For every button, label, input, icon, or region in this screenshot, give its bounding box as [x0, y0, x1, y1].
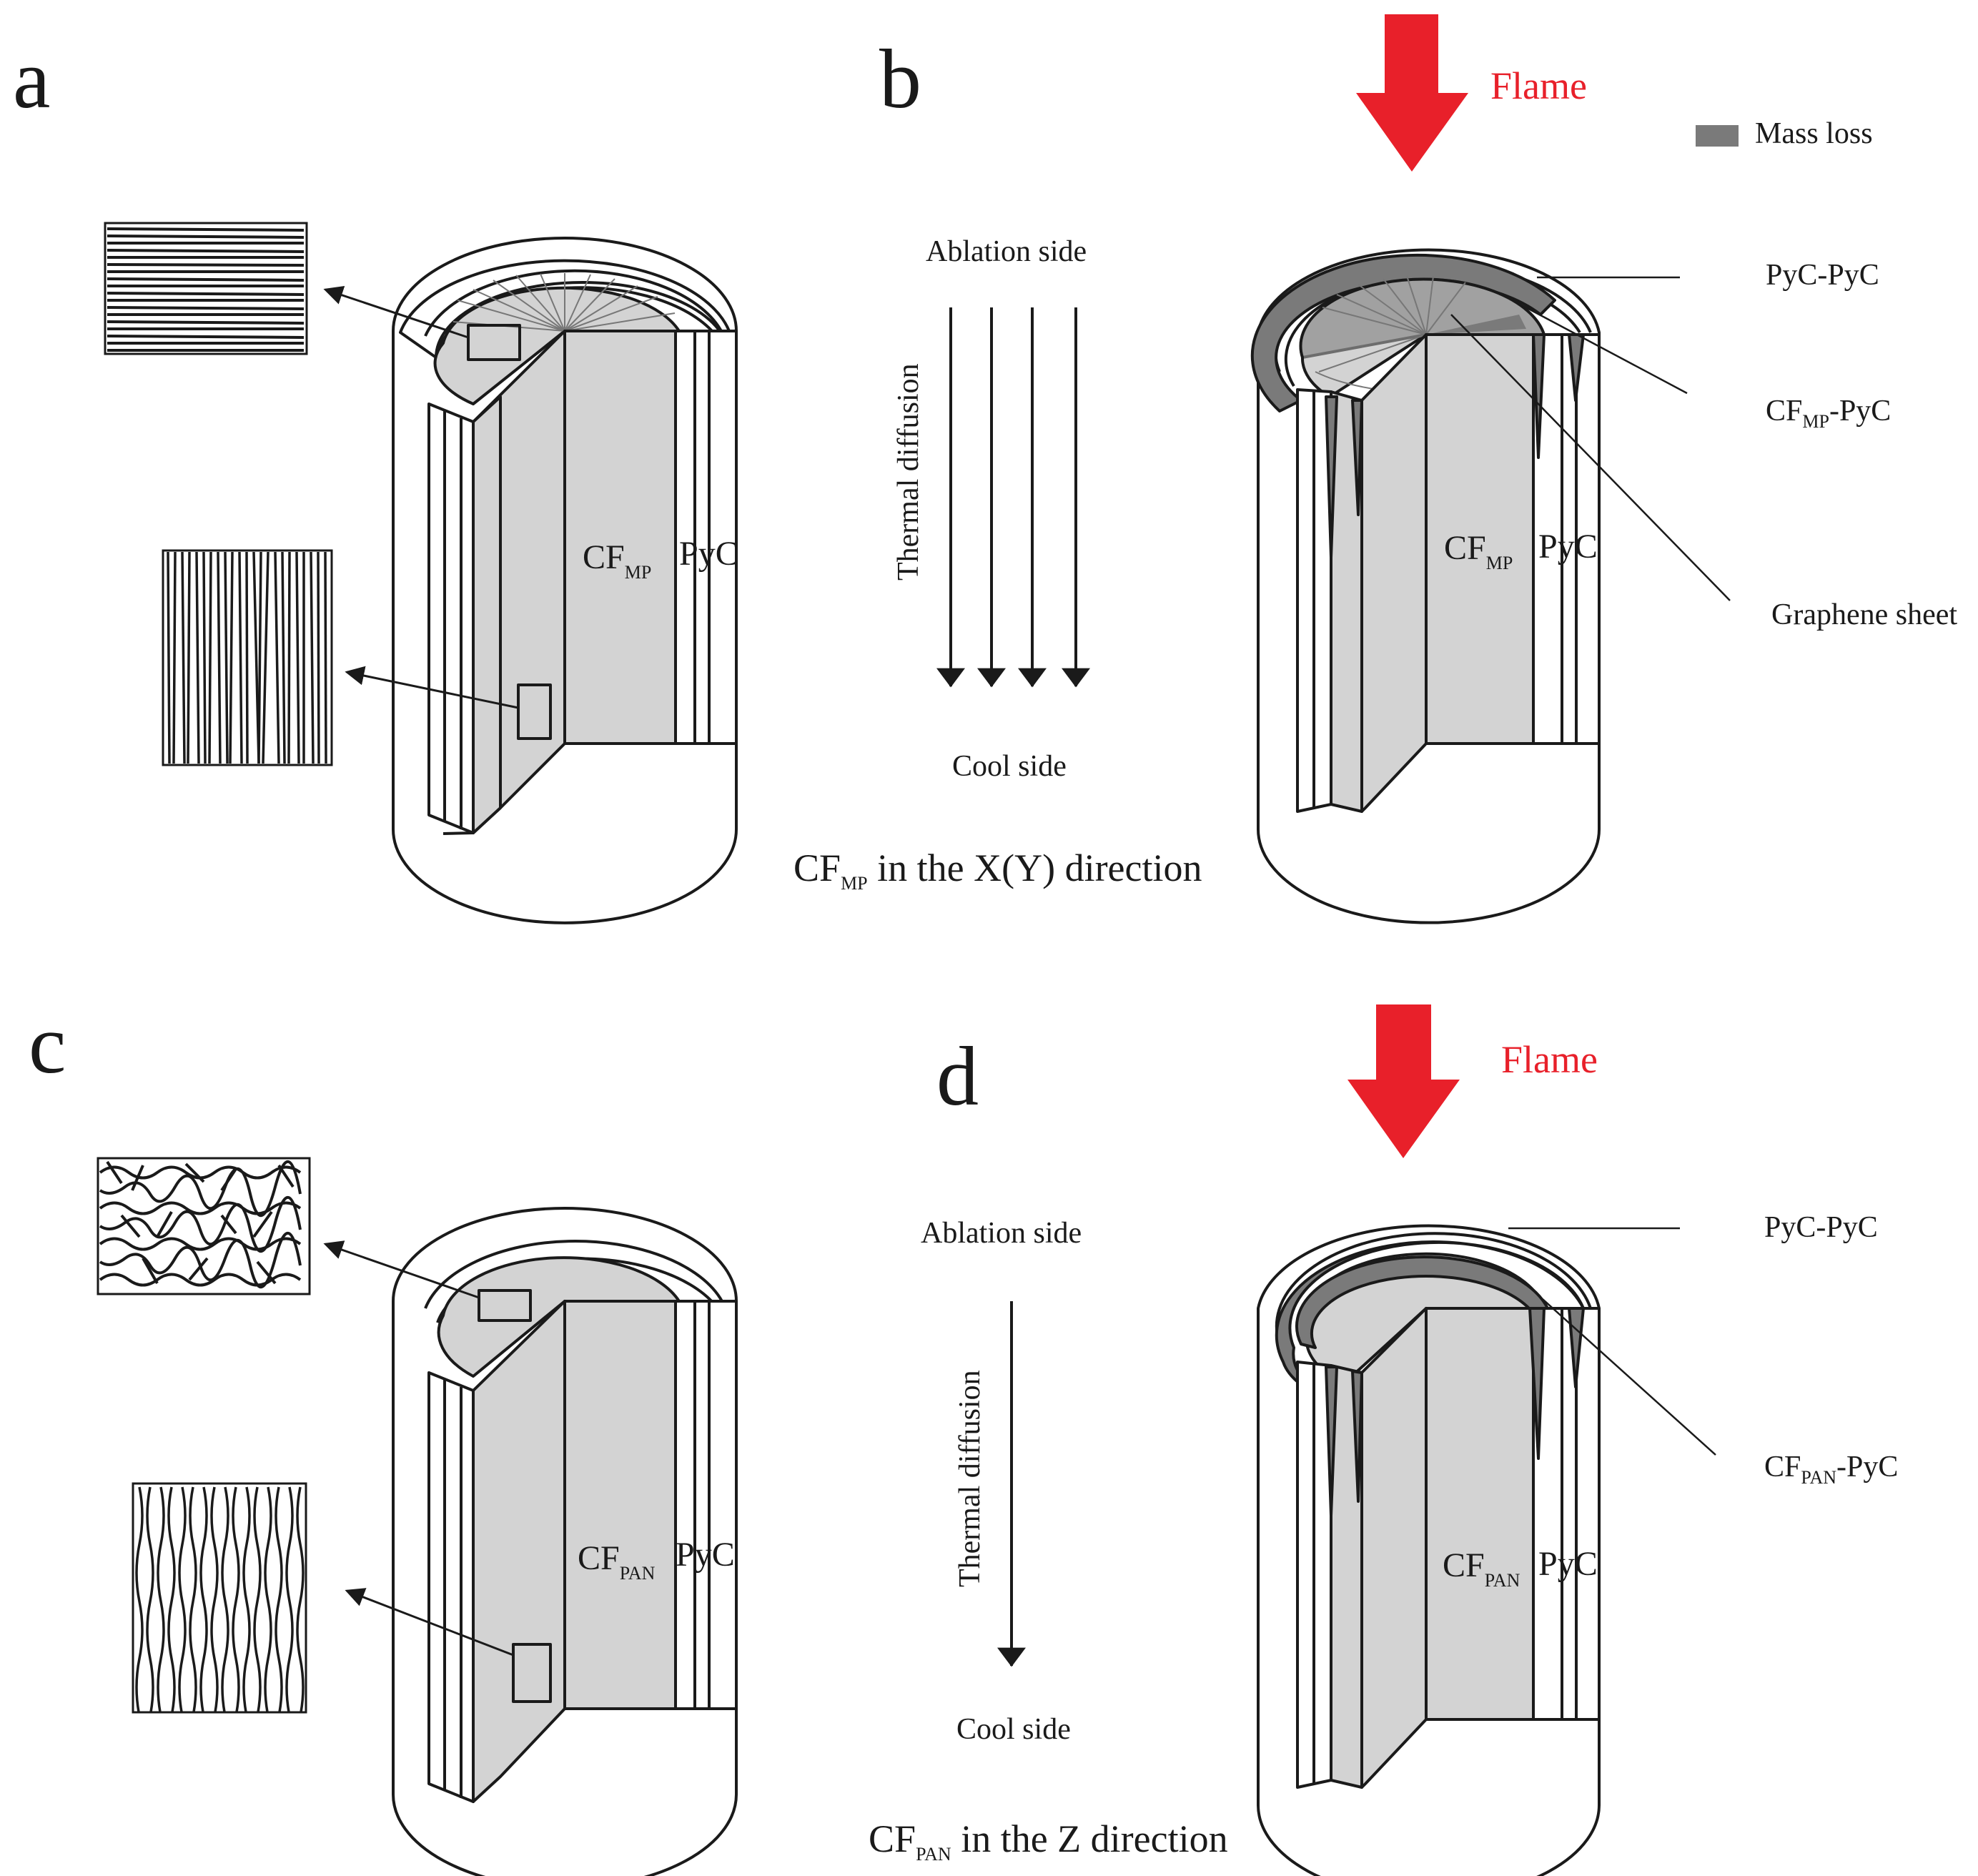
callouts-d [1508, 1227, 1716, 1456]
inset-c-top [97, 1157, 311, 1295]
wedge-lines-a [453, 273, 676, 332]
b-callout-graphene-sheet: Graphene sheet [1771, 598, 1957, 631]
cylinder-d [1257, 1224, 1601, 1876]
panel-letter-a: a [13, 32, 50, 126]
callouts-b [1450, 276, 1731, 601]
d-ablation-side-label: Ablation side [921, 1217, 1082, 1250]
d-flame-label: Flame [1501, 1038, 1598, 1081]
d-cool-side-label: Cool side [956, 1713, 1071, 1746]
cylinder-a [392, 237, 738, 924]
cylinder-b-cf-label: CFMP [1444, 529, 1513, 573]
panel-letter-d: d [936, 1030, 979, 1123]
arrow-c-top [323, 1240, 480, 1299]
b-callout-pyc-pyc: PyC-PyC [1766, 259, 1879, 292]
arrow-a-bottom [345, 666, 519, 709]
inset-c-bottom [132, 1482, 307, 1714]
cylinder-d-cf-label: CFPAN [1443, 1546, 1520, 1591]
cylinder-c [392, 1207, 738, 1876]
caption-top: CFMP in the X(Y) direction [793, 846, 1202, 894]
b-cool-side-label: Cool side [952, 750, 1067, 783]
b-callout-cf-pyc: CFMP-PyC [1766, 395, 1891, 432]
mass-loss-legend-swatch [1696, 125, 1739, 147]
cylinder-a-cf-label: CFMP [583, 538, 651, 583]
arrow-a-top [323, 285, 469, 339]
cylinder-b-pyc-label: PyC [1538, 528, 1598, 566]
flame-arrow-d [1347, 1004, 1460, 1158]
d-thermal-diffusion-label: Thermal diffusion [954, 1370, 986, 1587]
cylinder-a-pyc-label: PyC [679, 535, 738, 573]
b-thermal-arrows [936, 307, 1090, 688]
d-callout-pyc-pyc: PyC-PyC [1764, 1211, 1878, 1244]
cylinder-d-pyc-label: PyC [1538, 1545, 1598, 1583]
cylinder-c-cf-label: CFPAN [578, 1539, 656, 1584]
caption-bottom: CFPAN in the Z direction [869, 1817, 1228, 1865]
flame-arrow-b [1356, 14, 1468, 172]
panel-letter-c: c [29, 997, 66, 1091]
arrow-c-bottom [345, 1588, 514, 1657]
d-callout-cf-pyc: CFPAN-PyC [1764, 1451, 1898, 1488]
b-thermal-diffusion-label: Thermal diffusion [892, 363, 925, 581]
b-ablation-side-label: Ablation side [926, 235, 1087, 268]
mass-loss-legend-label: Mass loss [1755, 117, 1873, 150]
cylinder-b [1250, 248, 1601, 924]
wedge-lines-b [1318, 275, 1466, 372]
panel-letter-b: b [879, 32, 921, 126]
cylinder-c-pyc-label: PyC [676, 1536, 735, 1574]
inset-a-bottom [162, 549, 333, 766]
b-flame-label: Flame [1490, 64, 1587, 107]
inset-a-top [104, 222, 308, 355]
